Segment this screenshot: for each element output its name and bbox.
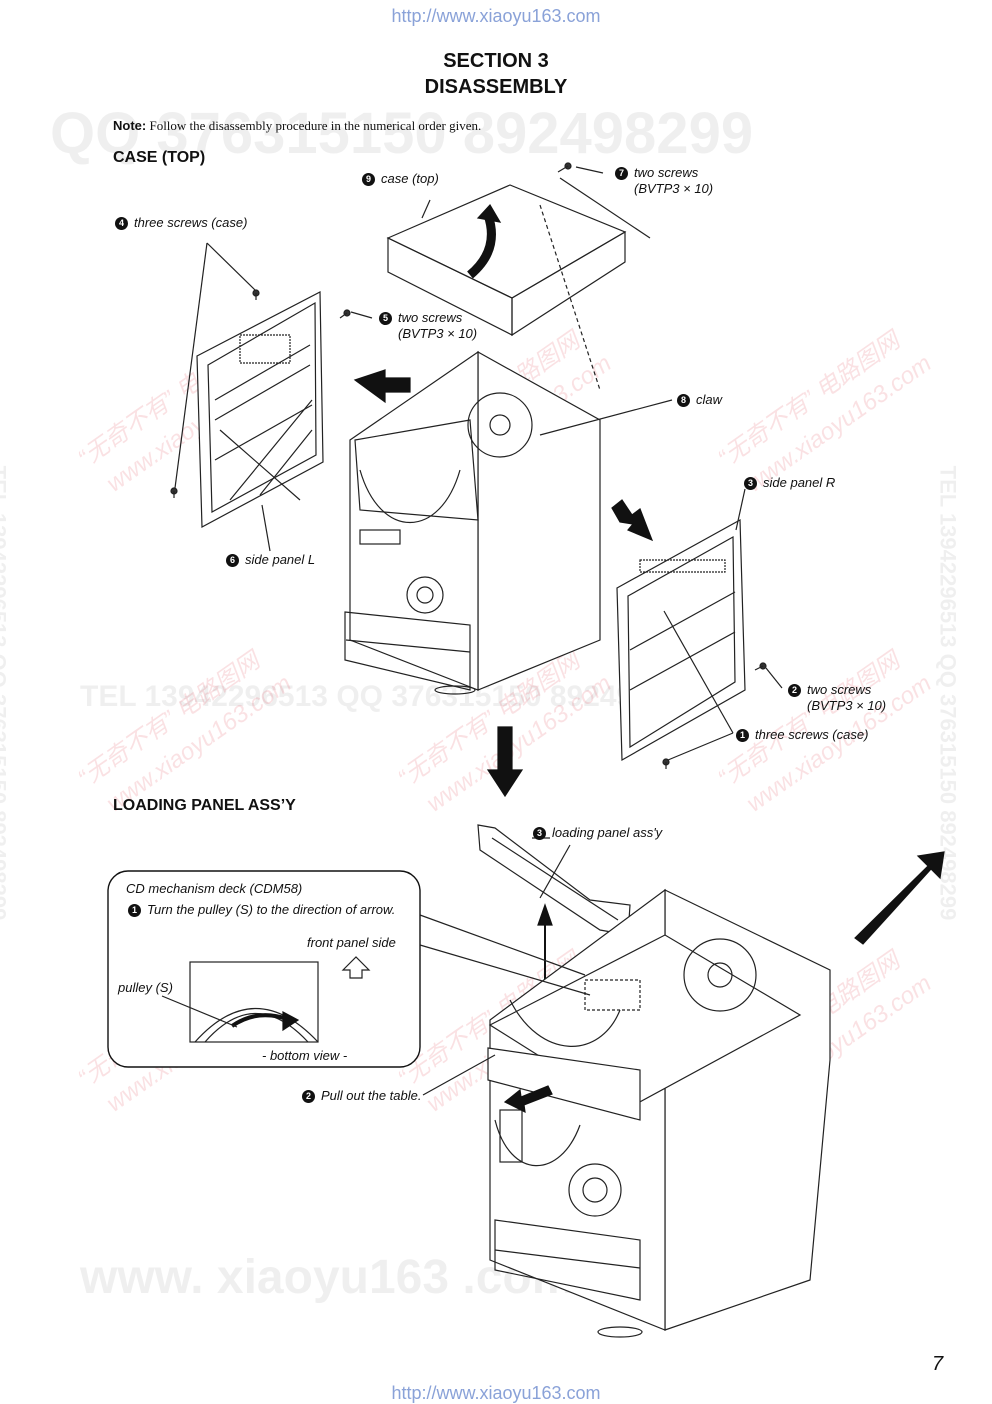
- step-number-badge: 9: [362, 173, 375, 186]
- heading-loading-panel: LOADING PANEL ASS’Y: [113, 797, 296, 814]
- step-number-badge: 2: [788, 684, 801, 697]
- step-number-badge: 3: [744, 477, 757, 490]
- case-top-drawing: [386, 177, 651, 391]
- step-number-badge: 8: [677, 394, 690, 407]
- step-number-badge: 6: [226, 554, 239, 567]
- step-number-badge: 5: [379, 312, 392, 325]
- note: Note: Follow the disassembly procedure i…: [113, 118, 481, 134]
- leader-lines-top: [174, 166, 783, 761]
- step-number-badge: 7: [615, 167, 628, 180]
- header-url-link[interactable]: http://www.xiaoyu163.com: [391, 6, 601, 26]
- callout-pulley-label: pulley (S): [118, 980, 173, 995]
- watermark-qq-top: QQ 376315150 892498299: [50, 101, 754, 166]
- callout-title: CD mechanism deck (CDM58): [126, 881, 303, 896]
- section-number: SECTION 3: [443, 50, 549, 72]
- section-title: DISASSEMBLY: [424, 76, 568, 98]
- note-text: Follow the disassembly procedure in the …: [149, 118, 482, 133]
- callout-bottom-view: - bottom view -: [262, 1048, 348, 1063]
- side-panel-l-drawing: [196, 291, 324, 528]
- step-number-badge: 2: [302, 1090, 315, 1103]
- footer-url-link[interactable]: http://www.xiaoyu163.com: [391, 1383, 601, 1403]
- step-number-badge: 1: [128, 904, 141, 917]
- step-number-badge: 3: [533, 827, 546, 840]
- page-number: 7: [932, 1353, 944, 1375]
- step-number-badge: 1: [736, 729, 749, 742]
- note-label: Note:: [113, 118, 147, 133]
- step-number-badge: 4: [115, 217, 128, 230]
- loading-panel-part-drawing: [477, 824, 631, 936]
- callout-front-panel-side: front panel side: [307, 935, 396, 950]
- stereo-unit-lower-drawing: [487, 888, 831, 1338]
- heading-case-top: CASE (TOP): [113, 149, 206, 166]
- watermark-tel-mid: TEL 13942296513 QQ 376315150 892498299: [80, 680, 700, 713]
- stereo-unit-upper-drawing: [344, 350, 601, 695]
